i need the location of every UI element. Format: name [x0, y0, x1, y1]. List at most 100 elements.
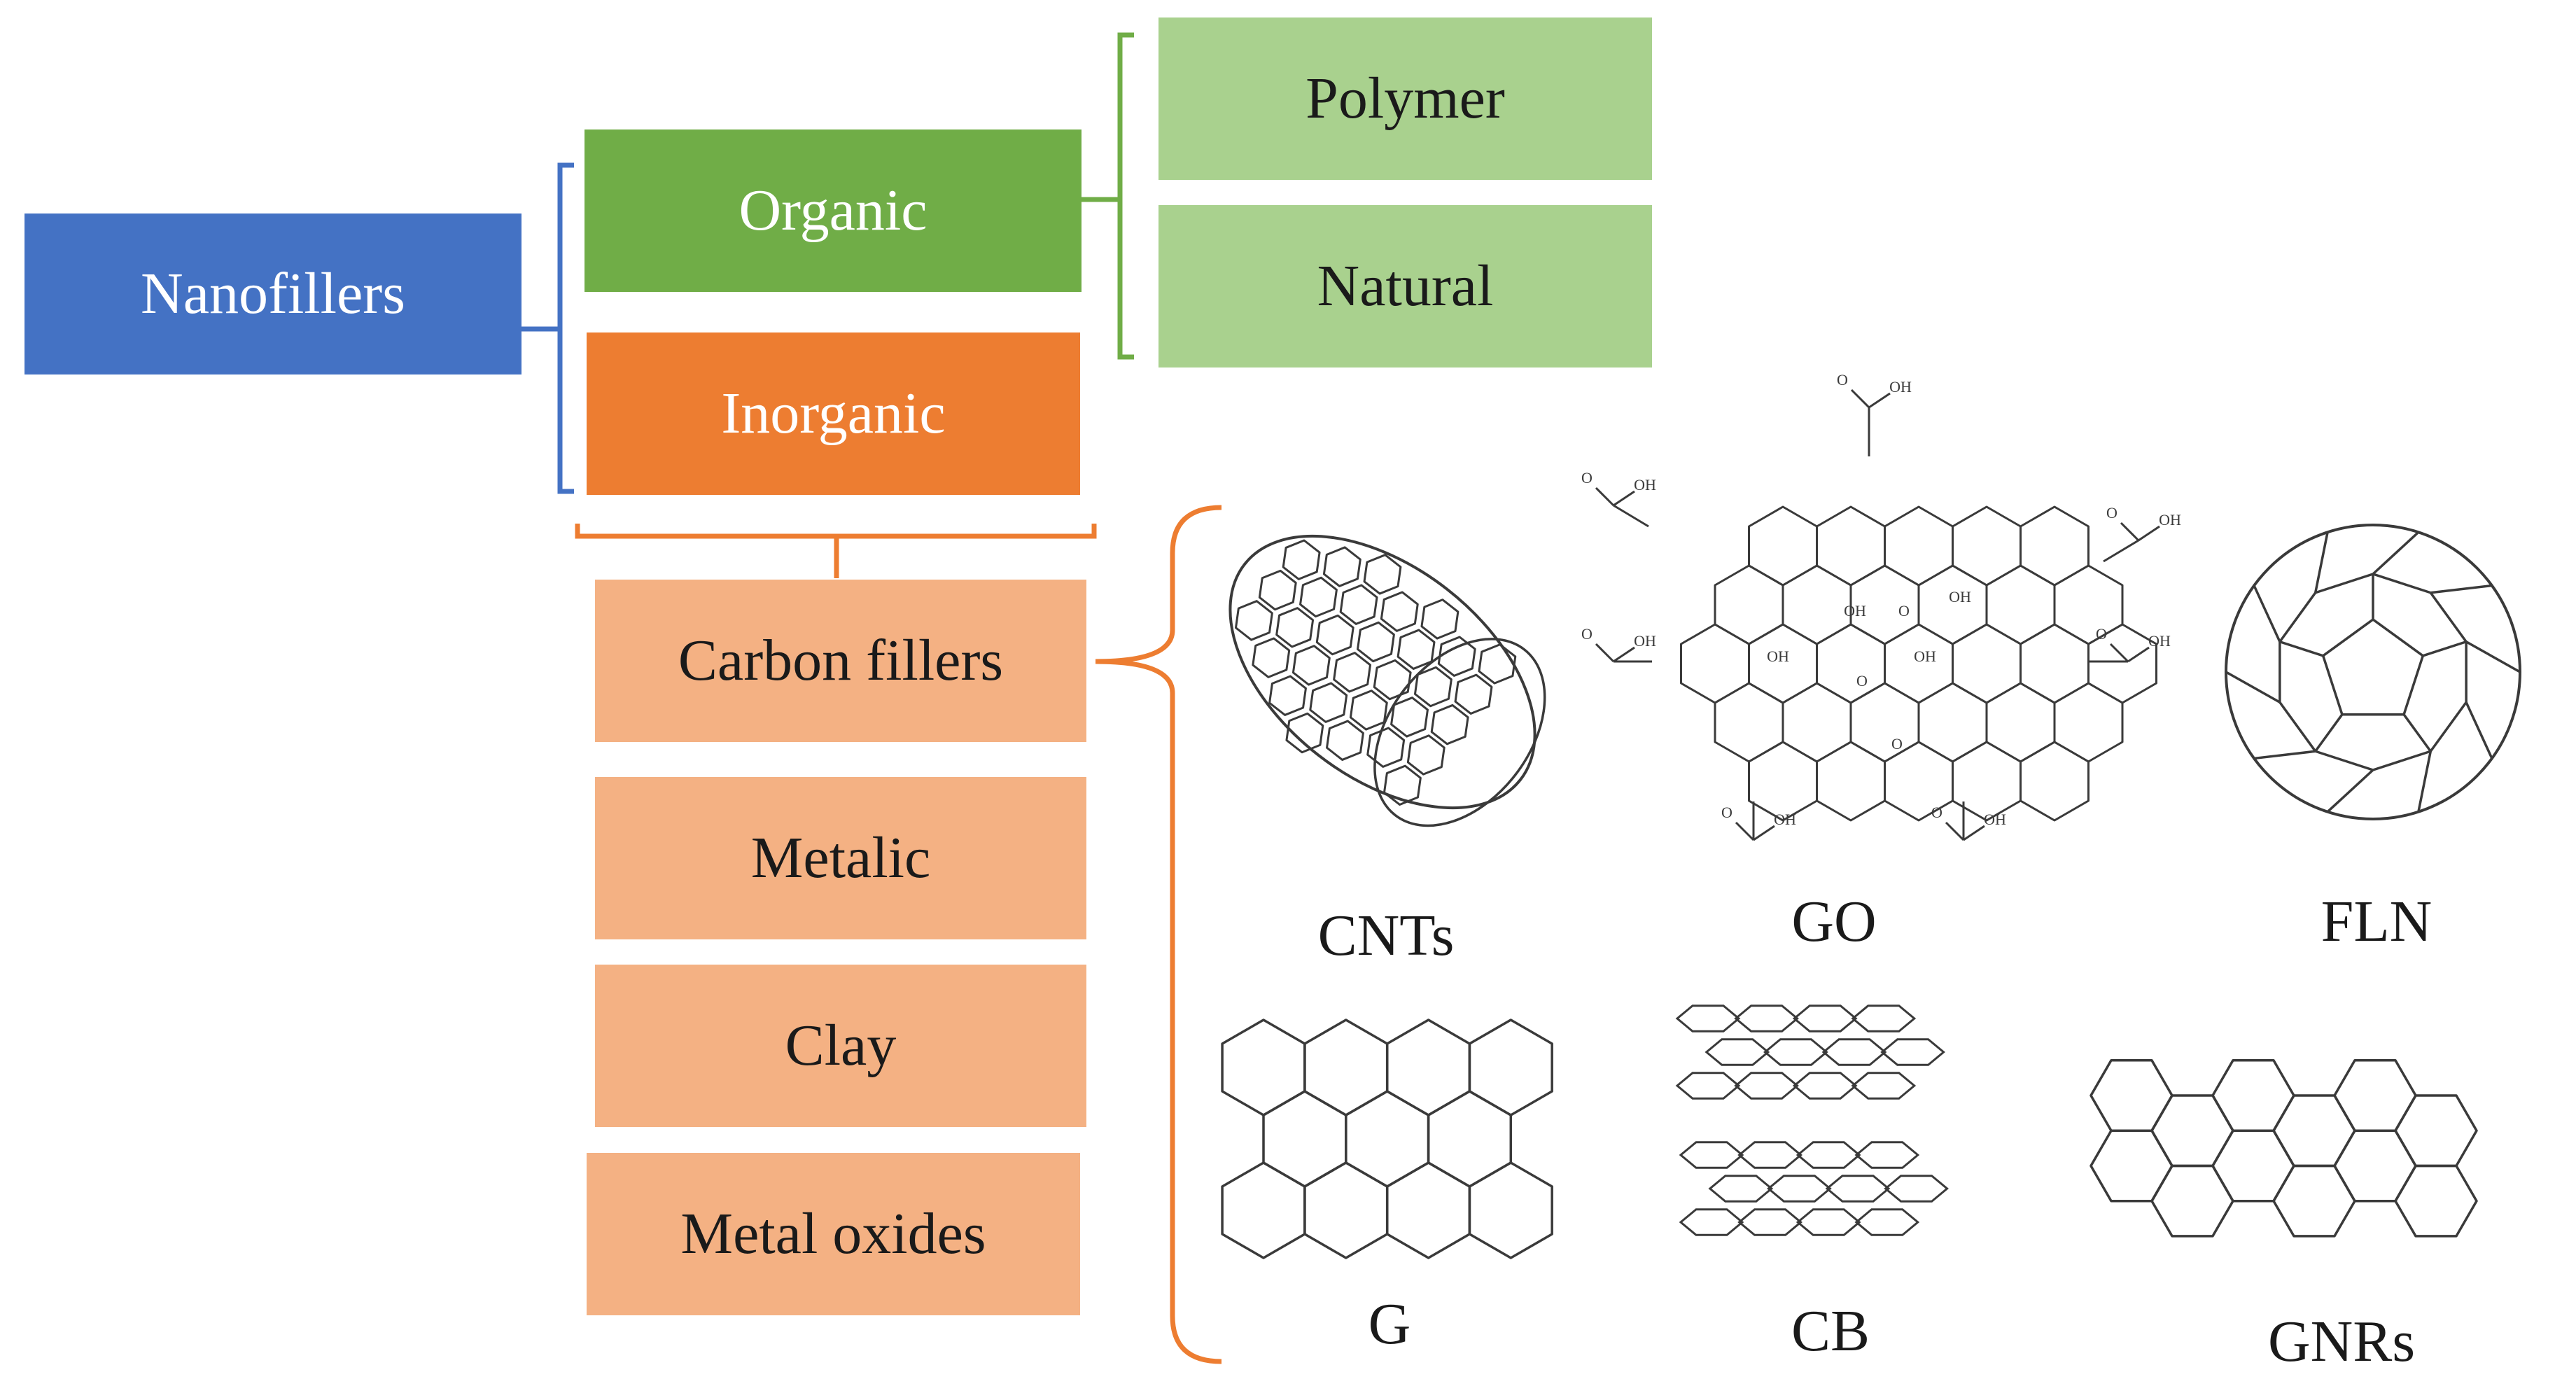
bond-mark — [2402, 713, 2432, 752]
ring-mark — [1333, 652, 1372, 693]
ring-mark — [2211, 1129, 2295, 1203]
ring-mark — [1430, 704, 1469, 746]
bond-mark — [2430, 584, 2493, 594]
ring-mark — [1851, 1004, 1917, 1032]
ring-mark — [1748, 505, 1818, 587]
ring-mark — [1234, 600, 1273, 641]
bond-mark — [1735, 821, 1755, 841]
ring-mark — [1385, 1161, 1471, 1259]
ring-mark — [1420, 598, 1460, 640]
ring-mark — [1413, 666, 1452, 708]
bond-mark — [1613, 490, 1635, 507]
ring-mark — [1782, 682, 1852, 763]
ring-mark — [1221, 1018, 1306, 1116]
bond-mark — [2103, 539, 2139, 563]
ring-mark — [1679, 1141, 1744, 1169]
ring-mark — [1884, 505, 1954, 587]
ring-mark — [1748, 741, 1818, 822]
bond-mark — [2127, 646, 2150, 663]
bond-mark — [2278, 592, 2317, 643]
ring-mark — [1468, 1161, 1553, 1259]
ring-mark — [2053, 682, 2124, 763]
tube-end-outline — [1373, 638, 1546, 827]
bond-mark — [1868, 392, 1891, 409]
ring-mark — [1825, 1175, 1891, 1203]
functional-group-label: O — [1891, 735, 1903, 752]
structure-label-g: G — [1368, 1292, 1411, 1357]
ring-mark — [1679, 1208, 1744, 1236]
ring-mark — [1795, 1208, 1861, 1236]
ring-mark — [2321, 617, 2425, 716]
ring-mark — [2150, 1164, 2234, 1238]
ring-mark — [1734, 1072, 1799, 1100]
nanotube-icon — [1228, 534, 1546, 827]
bond-mark — [1613, 504, 1649, 528]
ring-mark — [1952, 505, 2022, 587]
ring-mark — [1268, 675, 1307, 716]
ring-mark — [1292, 645, 1331, 686]
organic-node: Organic — [584, 130, 1082, 292]
fullerene-icon — [2225, 524, 2521, 820]
ring-mark — [1221, 1161, 1306, 1259]
ring-mark — [2272, 1094, 2356, 1168]
functional-group-label: OH — [1767, 648, 1789, 665]
functional-group-label: O — [1581, 469, 1592, 486]
ring-mark — [1985, 564, 2056, 645]
ring-mark — [1851, 1072, 1917, 1100]
bond-mark — [2109, 643, 2129, 663]
natural-node: Natural — [1158, 205, 1652, 368]
functional-group-label: O — [1856, 672, 1868, 690]
bond-mark — [1595, 486, 1615, 507]
functional-group-label: OH — [1844, 602, 1866, 620]
ring-mark — [1349, 690, 1388, 731]
bond-mark — [2315, 750, 2374, 771]
bond-mark — [2314, 713, 2344, 752]
ring-mark — [1339, 584, 1378, 625]
ring-mark — [1406, 734, 1446, 776]
bond-mark — [2465, 701, 2493, 760]
bond-mark — [2253, 750, 2316, 760]
ring-mark — [1468, 1018, 1553, 1116]
bond-mark — [2138, 525, 2160, 542]
ring-mark — [2211, 1059, 2295, 1132]
ring-mark — [1734, 1004, 1799, 1032]
ring-mark — [1854, 1141, 1920, 1169]
cage-outline — [2225, 524, 2521, 820]
functional-group-label: O — [2096, 625, 2107, 643]
ring-mark — [1708, 1175, 1774, 1203]
structure-label-fln: FLN — [2320, 889, 2432, 954]
ring-mark — [2333, 1059, 2417, 1132]
ring-mark — [1816, 623, 1886, 704]
functional-group-label: O — [1898, 602, 1910, 620]
ring-mark — [1322, 546, 1362, 587]
organic-bracket — [1117, 32, 1134, 360]
bond-mark — [2120, 522, 2140, 542]
ring-mark — [1326, 720, 1364, 761]
bond-mark — [2422, 640, 2467, 657]
ring-mark — [1275, 607, 1315, 648]
bond-mark — [2429, 701, 2468, 752]
functional-group-label: OH — [1634, 632, 1656, 650]
ring-mark — [2053, 564, 2124, 645]
functional-group-label: OH — [1949, 588, 1971, 606]
organic-label: Organic — [738, 178, 927, 243]
clay-label: Clay — [785, 1013, 897, 1078]
ring-mark — [1675, 1004, 1741, 1032]
ring-mark — [1952, 623, 2022, 704]
ring-mark — [1262, 1090, 1348, 1188]
ring-mark — [1282, 539, 1321, 580]
ring-mark — [2090, 1129, 2174, 1203]
bond-mark — [2314, 531, 2329, 594]
ring-mark — [1427, 1090, 1513, 1188]
ring-mark — [1309, 682, 1348, 723]
functional-group-label: OH — [1984, 811, 2006, 828]
ring-mark — [1258, 569, 1297, 611]
graphene-nanoribbon-icon — [2090, 1059, 2478, 1238]
structure-label-go: GO — [1791, 889, 1877, 954]
ring-mark — [1917, 682, 1988, 763]
carbon-fillers-node: Carbon fillers — [595, 580, 1086, 742]
bond-mark — [2465, 640, 2521, 673]
